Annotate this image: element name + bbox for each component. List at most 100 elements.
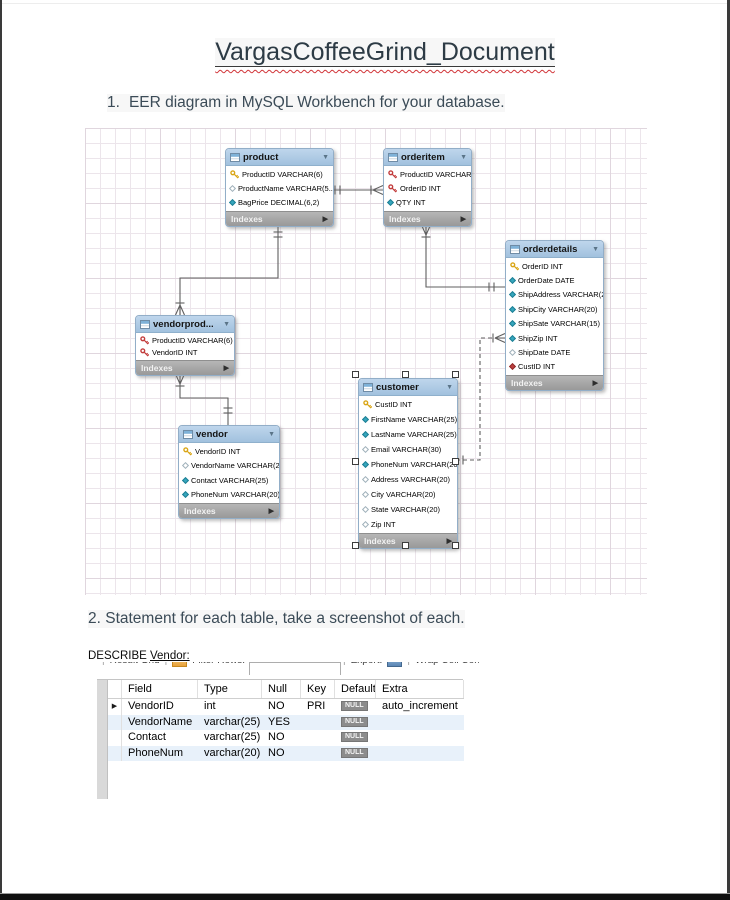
entity-indexes-bar[interactable]: Indexes▶ <box>359 533 457 548</box>
describe-table-link[interactable]: Vendor: <box>150 650 190 662</box>
column-header-default[interactable]: Default <box>335 680 376 698</box>
table-cell[interactable]: varchar(20) <box>204 746 261 759</box>
table-row[interactable]: VendorName varchar(25) YES NULL <box>108 714 464 731</box>
selection-handle[interactable] <box>401 541 409 549</box>
selection-handle[interactable] <box>351 457 359 465</box>
entity-indexes-bar[interactable]: Indexes▶ <box>179 503 279 518</box>
chevron-down-icon[interactable]: ▼ <box>592 245 599 253</box>
table-cell[interactable]: NULL <box>335 715 376 731</box>
entity-field[interactable]: ShipAddress VARCHAR(2... <box>506 288 603 302</box>
column-header-field[interactable]: Field <box>122 680 198 698</box>
entity-field[interactable]: ShipDate DATE <box>506 345 603 359</box>
entity-product[interactable]: product▼ ProductID VARCHAR(6)ProductName… <box>225 148 334 227</box>
entity-field[interactable]: City VARCHAR(20) <box>359 487 457 502</box>
table-cell[interactable]: Contact <box>128 731 166 743</box>
table-cell[interactable] <box>376 730 464 746</box>
entity-field[interactable]: ProductID VARCHAR(6) <box>136 334 234 347</box>
entity-indexes-bar[interactable]: Indexes▶ <box>136 360 234 375</box>
entity-field[interactable]: OrderDate DATE <box>506 273 603 287</box>
table-cell[interactable] <box>301 715 335 731</box>
table-cell[interactable]: VendorName <box>128 715 193 728</box>
table-cell[interactable]: PRI <box>307 700 326 712</box>
chevron-down-icon[interactable]: ▼ <box>322 153 329 161</box>
entity-field[interactable]: Address VARCHAR(20) <box>359 472 457 487</box>
entity-field[interactable]: CustID INT <box>506 360 603 374</box>
entity-header[interactable]: vendorprod...▼ <box>136 316 234 333</box>
entity-field[interactable]: PhoneNum VARCHAR(20) <box>359 457 457 472</box>
table-cell[interactable]: NULL <box>335 730 376 746</box>
export-label[interactable]: Export: <box>351 662 383 667</box>
selection-handle[interactable] <box>451 541 459 549</box>
entity-field[interactable]: ProductName VARCHAR(5... <box>226 181 333 195</box>
expand-right-icon[interactable]: ▶ <box>446 537 452 545</box>
entity-header[interactable]: customer▼ <box>359 379 457 396</box>
entity-indexes-bar[interactable]: Indexes▶ <box>384 211 471 226</box>
table-cell[interactable]: int <box>204 700 216 712</box>
entity-field[interactable]: Zip INT <box>359 517 457 532</box>
chevron-down-icon[interactable]: ▼ <box>268 430 275 438</box>
entity-indexes-bar[interactable]: Indexes▶ <box>226 211 333 226</box>
table-cell[interactable]: NULL <box>335 746 376 762</box>
expand-right-icon[interactable]: ▶ <box>592 379 598 387</box>
table-cell[interactable]: NO <box>268 731 285 743</box>
column-header-type[interactable]: Type <box>198 680 262 698</box>
result-grid-tab[interactable]: Result Grid <box>110 662 160 667</box>
entity-header[interactable]: product▼ <box>226 149 333 166</box>
selection-handle[interactable] <box>351 370 359 378</box>
table-cell[interactable]: NULL <box>335 699 376 715</box>
export-icon[interactable] <box>387 662 403 667</box>
row-selector[interactable] <box>108 730 122 746</box>
table-cell[interactable]: varchar(25) <box>204 731 261 743</box>
filter-rows-input[interactable] <box>249 662 341 675</box>
table-cell[interactable]: varchar(25) <box>204 715 261 728</box>
entity-header[interactable]: orderdetails▼ <box>506 241 603 258</box>
row-selector[interactable]: ▶ <box>108 699 122 715</box>
table-cell[interactable]: YES <box>268 715 291 728</box>
entity-field[interactable]: Email VARCHAR(30) <box>359 442 457 457</box>
chevron-down-icon[interactable]: ▼ <box>223 320 230 328</box>
filter-grid-icon[interactable] <box>172 662 188 667</box>
entity-field[interactable]: LastName VARCHAR(25) <box>359 427 457 442</box>
entity-field[interactable]: QTY INT <box>384 196 471 210</box>
selection-handle[interactable] <box>401 370 409 378</box>
table-cell[interactable] <box>376 715 464 731</box>
selection-handle[interactable] <box>451 457 459 465</box>
selection-handle[interactable] <box>351 541 359 549</box>
table-cell[interactable]: auto_increment <box>382 700 458 712</box>
row-selector[interactable] <box>108 745 122 761</box>
entity-header[interactable]: vendor▼ <box>179 426 279 443</box>
table-cell[interactable] <box>376 746 464 762</box>
entity-field[interactable]: ShipCity VARCHAR(20) <box>506 302 603 316</box>
table-cell[interactable] <box>301 730 335 746</box>
row-selector[interactable] <box>108 714 122 730</box>
chevron-down-icon[interactable]: ▼ <box>460 153 467 161</box>
expand-right-icon[interactable]: ▶ <box>223 364 229 372</box>
entity-field[interactable]: FirstName VARCHAR(25) <box>359 412 457 427</box>
column-header-key[interactable]: Key <box>301 680 335 698</box>
chevron-down-icon[interactable]: ▼ <box>446 383 453 391</box>
table-cell[interactable]: NO <box>268 700 285 712</box>
table-row[interactable]: Contact varchar(25) NO NULL <box>108 730 464 746</box>
eer-diagram-canvas[interactable]: product▼ ProductID VARCHAR(6) ProductName… <box>85 128 647 595</box>
table-cell[interactable]: NO <box>268 746 285 759</box>
table-cell[interactable] <box>301 746 335 762</box>
entity-field[interactable]: State VARCHAR(20) <box>359 502 457 517</box>
wrap-cell-content-label[interactable]: Wrap Cell Cont <box>415 662 479 667</box>
entity-orderitem[interactable]: orderitem▼ ProductID VARCHAR(... OrderID… <box>383 148 472 227</box>
table-cell[interactable]: PhoneNum <box>128 746 184 759</box>
entity-field[interactable]: Contact VARCHAR(25) <box>179 473 279 488</box>
entity-field[interactable]: OrderID INT <box>384 181 471 195</box>
entity-field[interactable]: PhoneNum VARCHAR(20) <box>179 488 279 503</box>
entity-header[interactable]: orderitem▼ <box>384 149 471 166</box>
entity-vendorprod[interactable]: vendorprod...▼ ProductID VARCHAR(6) Vend… <box>135 315 235 376</box>
selection-handle[interactable] <box>451 370 459 378</box>
entity-field[interactable]: ProductID VARCHAR(... <box>384 167 471 181</box>
entity-field[interactable]: OrderID INT <box>506 259 603 273</box>
entity-field[interactable]: ShipZip INT <box>506 331 603 345</box>
entity-field[interactable]: ShipSate VARCHAR(15) <box>506 317 603 331</box>
entity-indexes-bar[interactable]: Indexes▶ <box>506 375 603 390</box>
